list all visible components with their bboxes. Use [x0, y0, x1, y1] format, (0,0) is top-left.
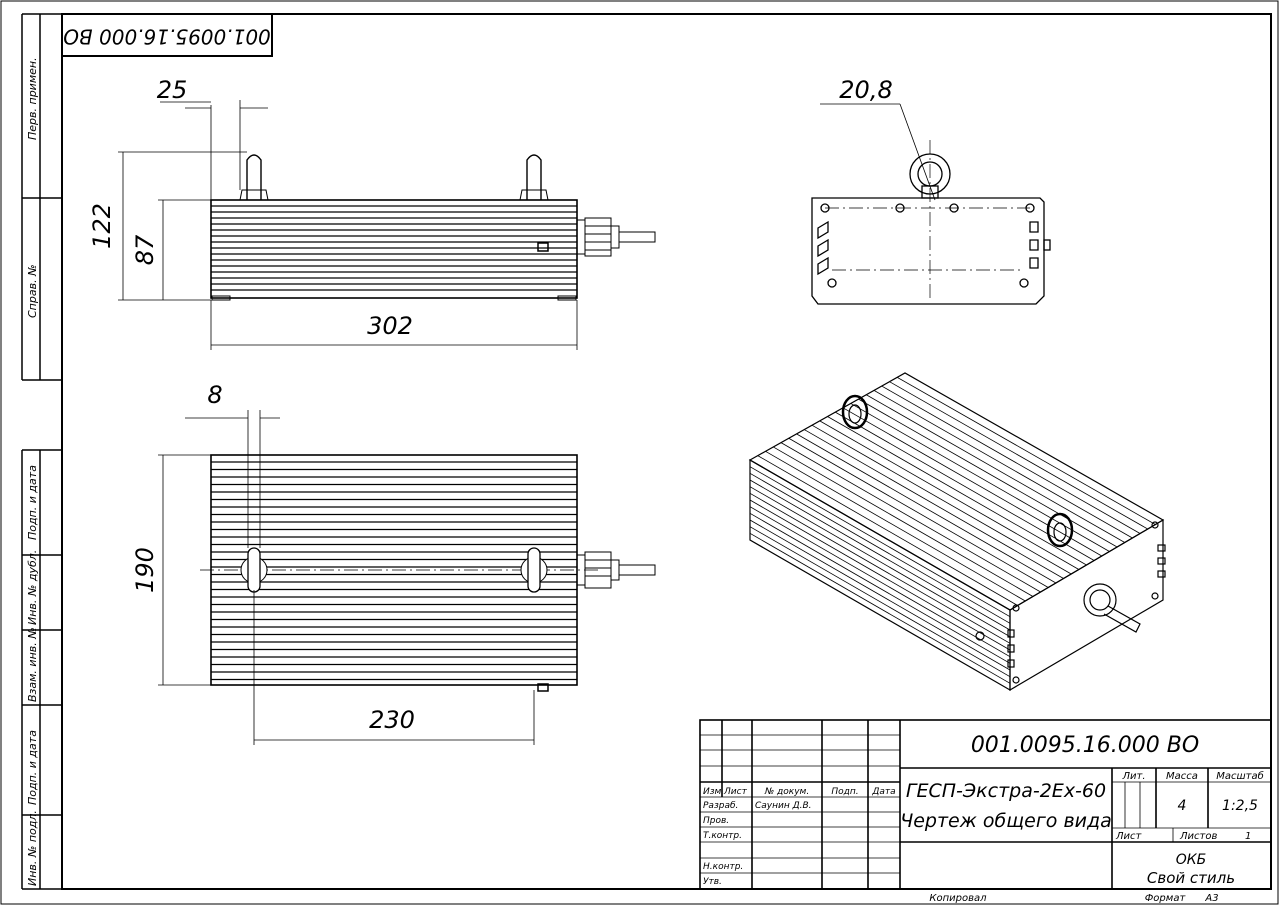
tb-izm: Изм — [703, 787, 722, 797]
iso-rib — [811, 424, 1072, 575]
tb-doc-no: № докум. — [764, 787, 809, 797]
iso-rib — [866, 394, 1125, 543]
format-value: А3 — [1204, 893, 1218, 904]
iso-rib — [873, 390, 1133, 539]
margin-perv-primen: Перв. примен. — [26, 57, 39, 140]
top-view — [200, 454, 656, 692]
company-line2: Свой стиль — [1147, 869, 1235, 887]
dim-width: 190 — [131, 547, 159, 593]
iso-rib — [889, 381, 1148, 530]
iso-front-rib — [749, 486, 1011, 638]
iso-rib — [835, 411, 1095, 561]
iso-rib — [858, 398, 1118, 548]
dim-top-offset: 25 — [157, 76, 188, 104]
code-box-rotated — [61, 13, 273, 57]
inner-frame — [61, 13, 1272, 890]
iso-rib — [796, 433, 1057, 584]
iso-rib — [804, 429, 1064, 579]
iso-front-rib — [749, 479, 1011, 631]
end-dimension — [820, 103, 936, 201]
product-name: ГЕСП-Экстра-2Ех-60 — [906, 780, 1106, 802]
code-rotated: 001.0095.16.000 ВО — [63, 25, 271, 49]
document-name: Чертеж общего вида — [900, 810, 1112, 832]
iso-front-rib — [749, 526, 1011, 678]
iso-front-rib — [749, 532, 1011, 684]
iso-front-rib — [749, 506, 1011, 658]
iso-rib — [842, 407, 1102, 557]
iso-front-rib — [749, 492, 1011, 644]
iso-rib — [897, 377, 1156, 525]
iso-rib — [850, 403, 1110, 552]
isometric-view — [748, 372, 1166, 692]
iso-rib — [780, 442, 1041, 593]
tb-tkontr: Т.контр. — [703, 831, 742, 841]
tb-razrab-name: Саунин Д.В. — [755, 801, 812, 811]
iso-rib — [827, 416, 1087, 566]
tb-razrab: Разраб. — [703, 801, 738, 811]
format-label: Формат — [1145, 893, 1187, 904]
tb-sheets-value: 1 — [1245, 831, 1251, 842]
iso-rib — [788, 437, 1049, 588]
iso-front-rib — [749, 499, 1011, 651]
iso-rib — [773, 446, 1034, 597]
iso-rib — [819, 420, 1080, 570]
margin-podp-data-1: Подп. и дата — [26, 465, 39, 540]
margin-vzam-inv: Взам. инв. № — [26, 627, 39, 702]
tb-nkontr: Н.контр. — [703, 862, 743, 872]
tb-podp: Подп. — [831, 787, 858, 797]
iso-front-rib — [749, 519, 1011, 671]
margin-inv-dubl: Инв. № дубл. — [26, 550, 39, 625]
tb-data: Дата — [871, 787, 895, 797]
tb-massa: Масса — [1166, 771, 1198, 782]
company-line1: ОКБ — [1176, 852, 1207, 868]
dim-height-total: 122 — [88, 203, 116, 249]
tb-utv: Утв. — [703, 877, 722, 887]
end-view — [811, 140, 1051, 305]
iso-front-rib — [749, 466, 1011, 618]
tb-mass-value: 4 — [1178, 798, 1187, 814]
dim-height-body: 87 — [131, 234, 159, 265]
iso-rib — [757, 455, 1018, 606]
iso-front-rib — [749, 512, 1011, 664]
margin-sprav-no: Справ. № — [26, 264, 39, 318]
title-code: 001.0095.16.000 ВО — [971, 733, 1199, 758]
tb-list: Лист — [723, 787, 748, 797]
dim-eyebolt-diameter: 20,8 — [839, 76, 892, 104]
dim-side-offset: 8 — [207, 381, 222, 409]
copied-label: Копировал — [929, 893, 987, 904]
side-margin — [21, 13, 62, 890]
tb-sheet: Лист — [1115, 831, 1143, 842]
dim-length: 302 — [367, 312, 413, 340]
front-view — [210, 154, 656, 301]
title-block — [699, 719, 1272, 890]
margin-podp-data-2: Подп. и дата — [26, 730, 39, 805]
tb-sheets: Листов — [1179, 831, 1217, 842]
margin-inv-podl: Инв. № подл. — [26, 810, 39, 886]
iso-front-rib — [749, 472, 1011, 624]
tb-lit: Лит. — [1121, 771, 1145, 782]
top-dimensions — [158, 410, 535, 745]
tb-masshtab: Масштаб — [1216, 770, 1264, 782]
iso-rib — [765, 450, 1026, 602]
front-dimensions — [118, 100, 578, 350]
tb-prov: Пров. — [703, 816, 729, 826]
tb-scale-value: 1:2,5 — [1222, 798, 1258, 814]
iso-rib — [881, 385, 1141, 534]
dim-eyebolt-spacing: 230 — [369, 706, 415, 734]
